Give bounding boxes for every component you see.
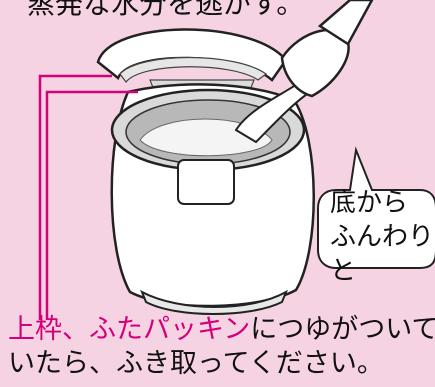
bubble-line-1: 底から xyxy=(330,188,409,218)
top-caption: 蒸発な水分を逃がす。 xyxy=(27,0,305,20)
bottom-instruction: 上枠、ふたパッキンにつゆがついて いたら、ふき取ってください。 xyxy=(8,313,435,381)
leader-line-gasket xyxy=(38,74,112,320)
highlight-parts: 上枠、ふたパッキン xyxy=(8,314,251,345)
arm xyxy=(317,0,374,46)
leader-line-upper-frame xyxy=(45,90,138,320)
display-panel xyxy=(177,159,235,205)
speech-bubble xyxy=(317,146,435,269)
bubble-text: 底から ふんわりと xyxy=(330,186,434,288)
instruction-line-2: いたら、ふき取ってください。 xyxy=(8,348,384,379)
instruction-line-1: 上枠、ふたパッキンにつゆがついて xyxy=(8,313,435,347)
lid-inner-panel xyxy=(119,56,268,83)
cooker-base xyxy=(140,289,288,315)
instruction-line-1-rest: につゆがついて xyxy=(250,314,435,345)
bubble-line-2: ふんわりと xyxy=(330,222,435,286)
hand xyxy=(280,28,350,98)
